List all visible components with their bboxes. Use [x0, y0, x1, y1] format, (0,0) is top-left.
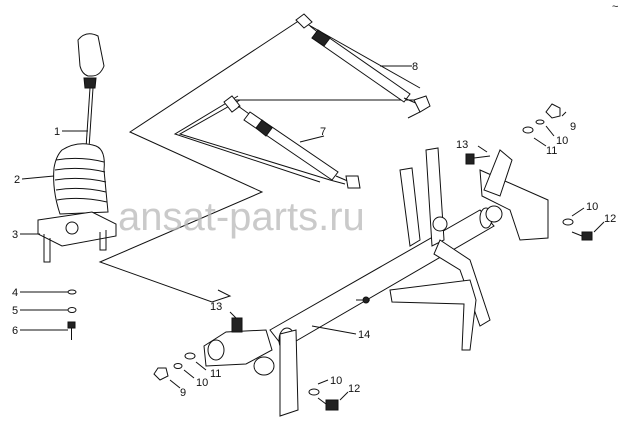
callout-6: 6 — [12, 325, 18, 337]
leader-lines-left — [20, 130, 88, 331]
callout-14: 14 — [358, 329, 370, 341]
callout-3: 3 — [12, 229, 18, 241]
callout-4: 4 — [12, 287, 18, 299]
routing-outline — [98, 19, 421, 303]
lower-left-bracket — [203, 311, 299, 417]
callout-9-lower: 9 — [180, 387, 186, 399]
callout-5: 5 — [12, 305, 18, 317]
callout-12-bottom: 12 — [348, 383, 360, 395]
linkage-rod-7 — [223, 95, 361, 189]
corner-mark: ~ — [612, 1, 618, 13]
callout-11-upper: 11 — [546, 145, 557, 157]
lower-hardware — [153, 325, 357, 411]
callout-7: 7 — [320, 126, 326, 138]
callout-labels: 1 2 3 4 5 6 7 8 9 10 11 13 10 12 13 14 1… — [12, 61, 616, 399]
gear-shift-lever-assembly — [37, 33, 117, 340]
callout-10-lower: 10 — [196, 377, 208, 389]
callout-13-upper: 13 — [456, 139, 468, 151]
right-upper-bracket — [389, 147, 549, 351]
callout-10-right: 10 — [586, 201, 598, 213]
callout-1: 1 — [54, 126, 60, 138]
linkage-rod-8 — [295, 13, 431, 113]
callout-8: 8 — [412, 61, 418, 73]
callout-9-upper: 9 — [570, 121, 576, 133]
callout-11-lower: 11 — [210, 368, 221, 380]
watermark: ansat-parts.ru — [118, 195, 365, 239]
callout-2: 2 — [14, 174, 20, 186]
callout-10-upper: 10 — [556, 135, 568, 147]
callout-12-right: 12 — [604, 213, 616, 225]
right-hardware — [465, 103, 605, 241]
callout-10-bottom: 10 — [330, 375, 342, 387]
callout-13-lower: 13 — [210, 301, 222, 313]
